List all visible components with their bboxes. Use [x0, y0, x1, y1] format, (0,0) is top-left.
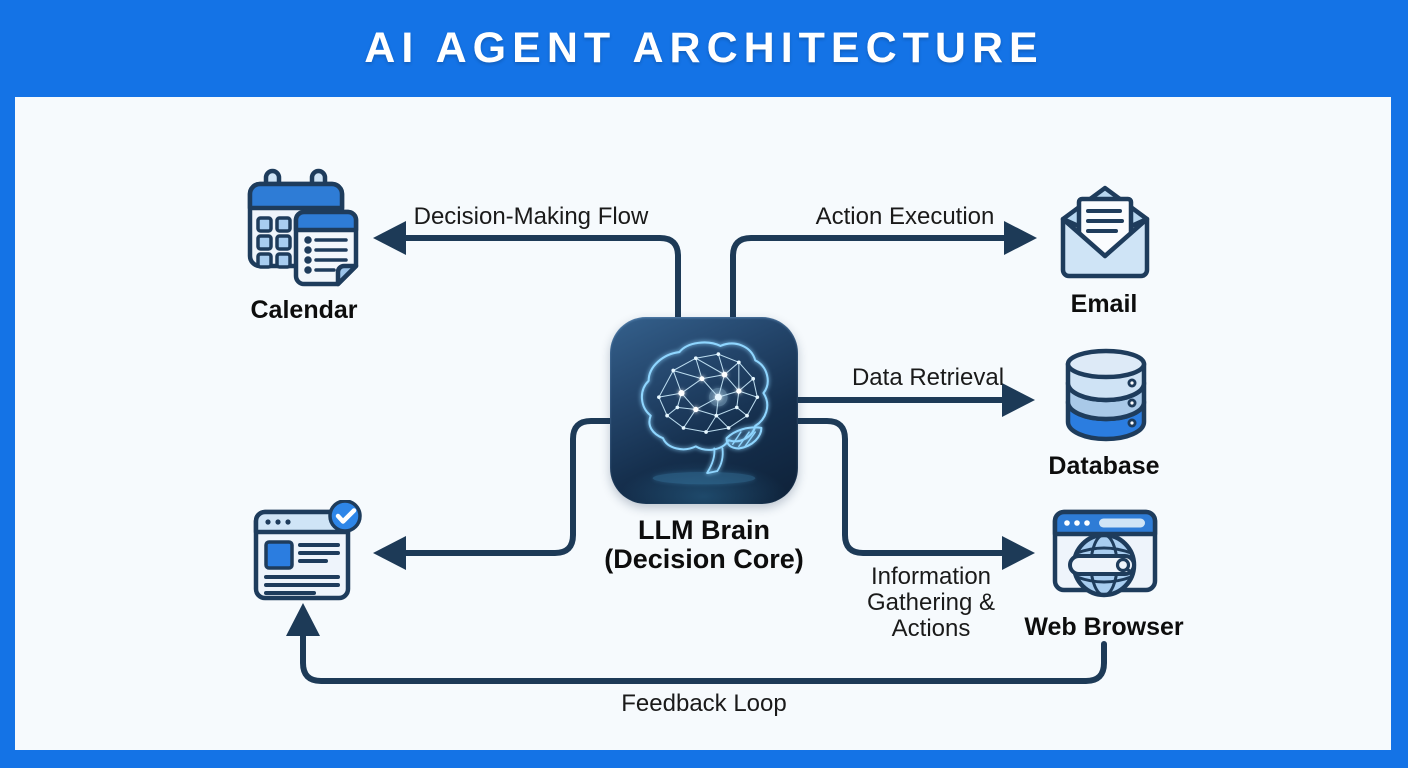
edge-label-action-execution: Action Execution — [815, 203, 995, 230]
edge-information-gathering — [795, 418, 1035, 570]
email-label: Email — [1070, 290, 1138, 318]
database-icon — [1061, 342, 1151, 455]
edge-data-retrieval — [795, 383, 1035, 417]
email-icon — [1056, 176, 1154, 287]
diagram-title: AI AGENT ARCHITECTURE — [364, 24, 1044, 72]
web-browser-label: Web Browser — [1024, 613, 1184, 641]
edge-task-output — [373, 418, 613, 570]
llm-brain-title: LLM Brain — [638, 515, 770, 545]
edge-label-information-gathering: Information Gathering & Actions — [866, 563, 996, 642]
brain-network-icon — [640, 341, 769, 485]
llm-brain-node — [610, 317, 798, 504]
edge-feedback-loop — [286, 603, 1107, 684]
edge-label-data-retrieval: Data Retrieval — [851, 364, 1005, 391]
edge-label-feedback-loop: Feedback Loop — [621, 690, 787, 717]
edge-label-decision-making-flow: Decision-Making Flow — [413, 203, 649, 230]
task-checklist-icon — [252, 499, 364, 609]
edge-action-execution — [730, 221, 1037, 321]
database-label: Database — [1048, 452, 1160, 480]
web-browser-icon — [1051, 508, 1159, 611]
edge-decision-making-flow — [373, 221, 681, 321]
calendar-label: Calendar — [250, 296, 358, 324]
calendar-icon — [246, 168, 360, 297]
llm-brain-subtitle: (Decision Core) — [604, 544, 804, 574]
